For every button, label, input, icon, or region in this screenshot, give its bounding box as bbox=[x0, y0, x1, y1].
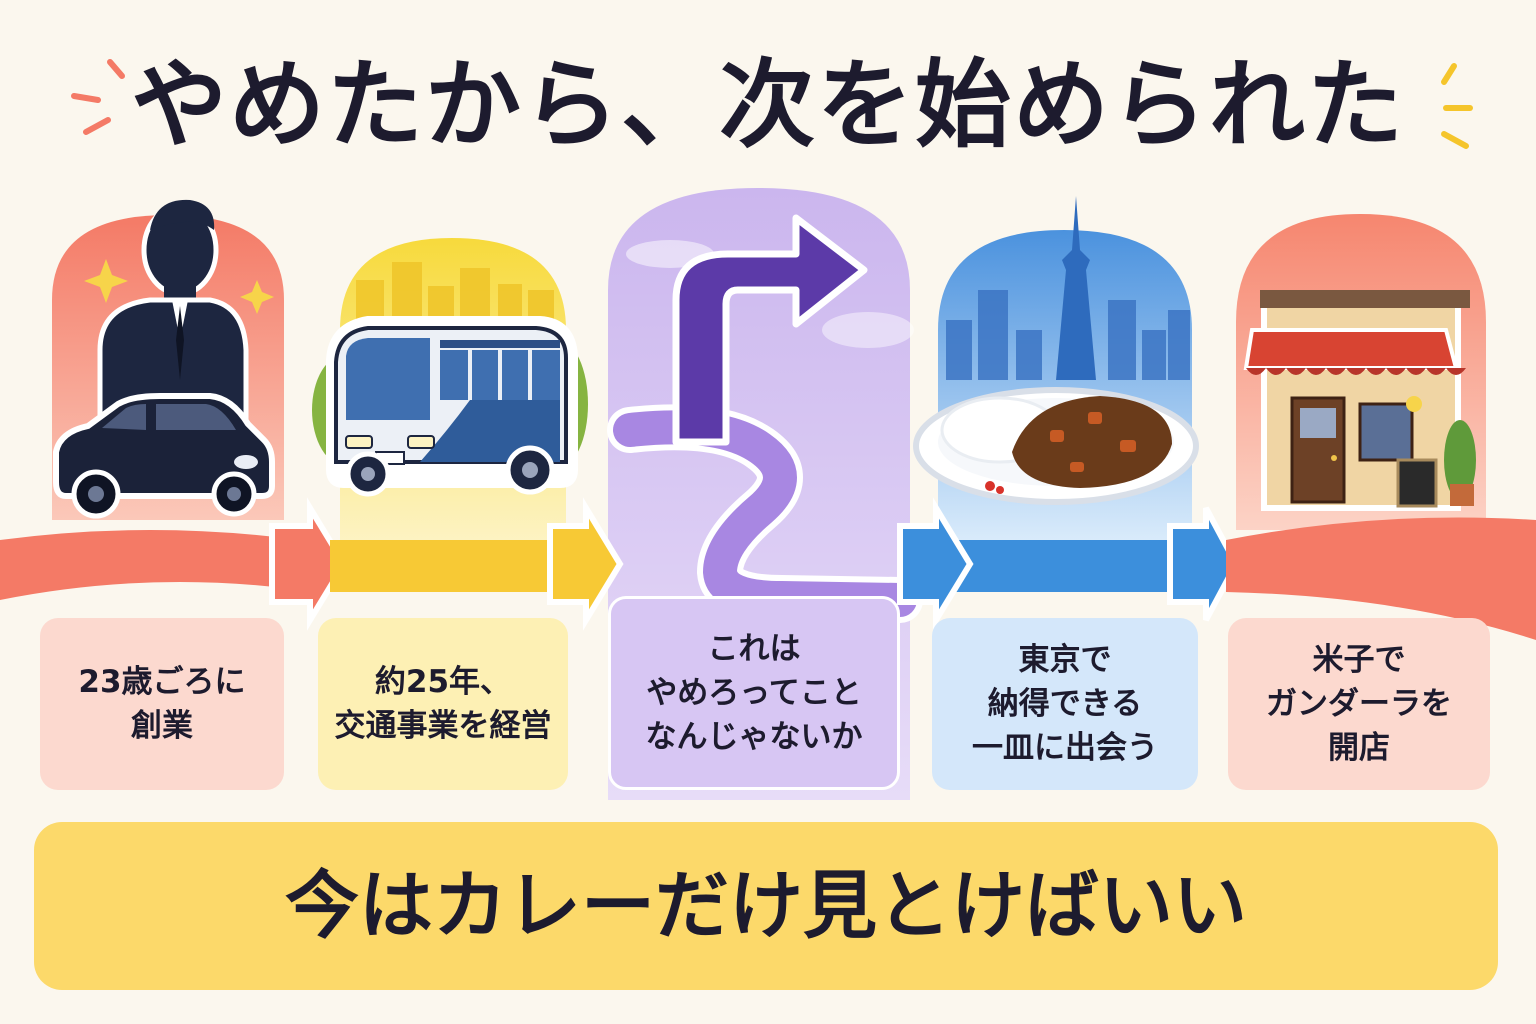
restaurant-storefront-icon bbox=[1236, 214, 1486, 530]
step-card-line: やめろってこと bbox=[646, 675, 862, 711]
step-card-restaurant: 米子で ガンダーラを 開店 bbox=[1228, 618, 1490, 790]
page-title: やめたから、次を始められた bbox=[131, 49, 1405, 161]
bus-icon bbox=[312, 238, 588, 540]
step-card-line: ガンダーラを bbox=[1266, 686, 1452, 722]
step-card-line: 納得できる bbox=[987, 686, 1143, 722]
title-sparkle-right-icon bbox=[1441, 63, 1473, 149]
step-card-line: なんじゃないか bbox=[645, 719, 863, 755]
step-card-line: 創業 bbox=[131, 708, 193, 744]
step-card-line: 一皿に出会う bbox=[972, 730, 1158, 766]
bottom-message: 今はカレーだけ見とけばいい bbox=[285, 863, 1247, 949]
title-sparkle-left-icon bbox=[71, 59, 125, 135]
step-card-line: 米子で bbox=[1312, 642, 1406, 678]
step-card-line: 約25年、 bbox=[374, 664, 512, 700]
step-card-decision: これは やめろってこと なんじゃないか bbox=[608, 596, 900, 790]
step-card-founding: 23歳ごろに 創業 bbox=[40, 618, 284, 790]
timeline-ribbon bbox=[0, 497, 1536, 640]
step-card-line: 交通事業を経営 bbox=[334, 708, 552, 744]
bottom-message-banner: 今はカレーだけ見とけばいい bbox=[34, 822, 1498, 990]
businessman-with-car-icon bbox=[52, 199, 284, 520]
step-card-line: 開店 bbox=[1328, 730, 1390, 766]
step-card-line: 23歳ごろに bbox=[78, 664, 246, 700]
curry-plate-icon bbox=[913, 196, 1199, 540]
step-card-line: 東京で bbox=[1018, 642, 1112, 678]
step-card-transport: 約25年、 交通事業を経営 bbox=[318, 618, 568, 790]
step-card-line: これは bbox=[707, 631, 801, 667]
step-card-tokyo: 東京で 納得できる 一皿に出会う bbox=[932, 618, 1198, 790]
